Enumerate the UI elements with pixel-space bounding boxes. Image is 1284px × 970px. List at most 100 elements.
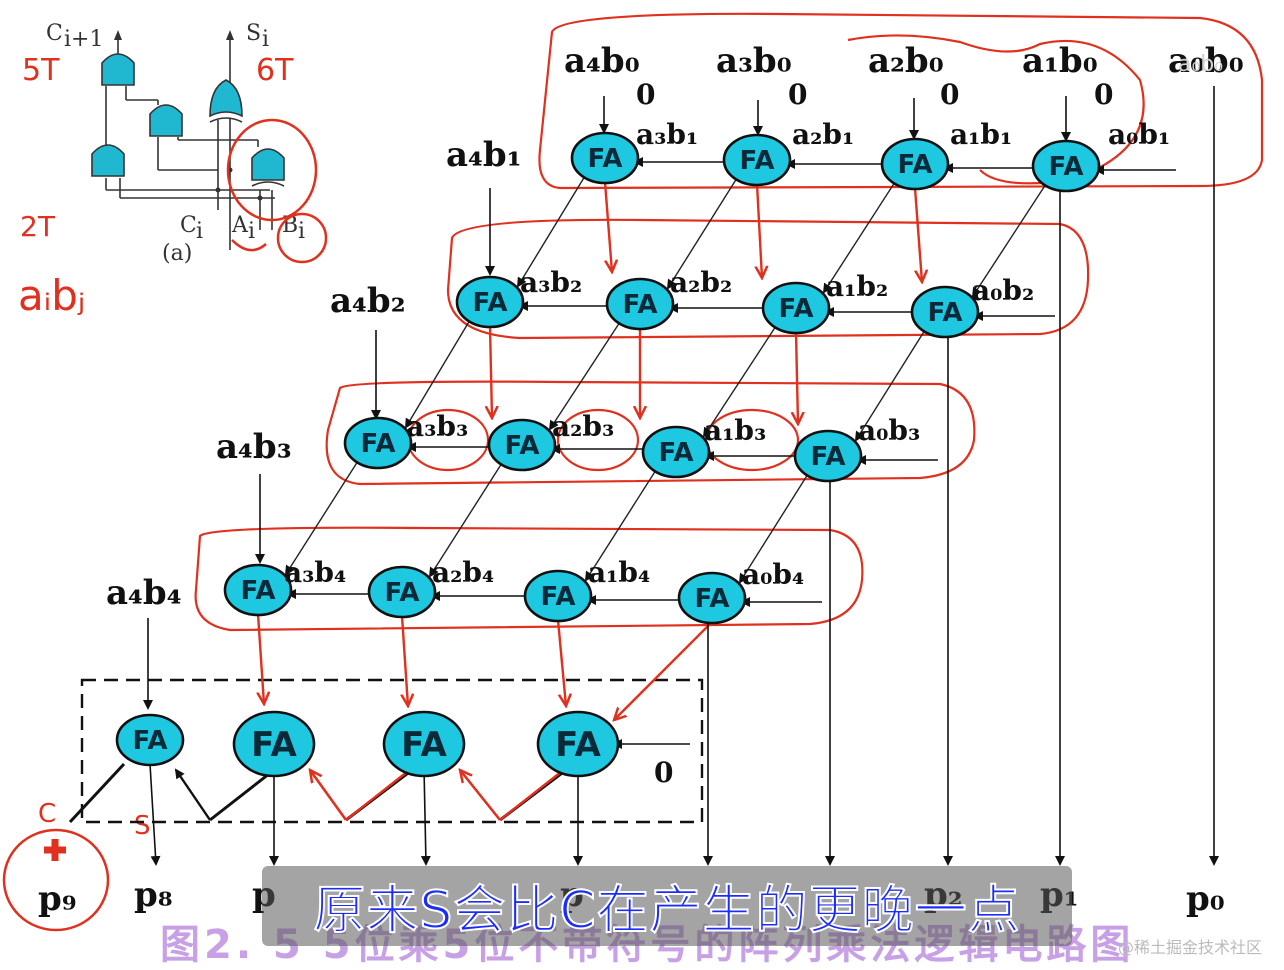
row-left-input: a₄b₂	[330, 281, 406, 321]
zero-label: 0	[788, 78, 807, 111]
hand-6t: 6T	[256, 53, 294, 88]
row-input-label: a₀b₃	[858, 414, 920, 447]
fa-label: FA	[588, 144, 623, 174]
fa-node: FA	[793, 429, 863, 483]
fa-label: FA	[695, 584, 730, 614]
hand-s: S	[134, 811, 151, 841]
final-adder-box	[80, 678, 704, 824]
fa-label: FA	[505, 431, 540, 461]
fa-node: FA	[343, 416, 413, 470]
hand-2t: 2T	[20, 210, 56, 243]
fa-label: FA	[361, 429, 396, 459]
row-left-input: a₄b₃	[216, 427, 292, 467]
s-out-sub: i	[262, 27, 269, 52]
fa-node: FA	[910, 285, 980, 339]
hand-c: C	[38, 799, 56, 829]
fa-label: FA	[541, 582, 576, 612]
fa-label: FA	[555, 725, 601, 765]
row-left-input: a₄b₄	[106, 573, 182, 613]
row-input-label: a₂b₃	[552, 410, 614, 443]
fa-label: FA	[1049, 152, 1084, 182]
fa-label: FA	[623, 290, 658, 320]
top-input-label: a₃b₀	[716, 41, 792, 81]
top-input-label: a₁b₀	[1022, 41, 1098, 81]
wires	[68, 86, 1219, 866]
red-cross-icon	[44, 839, 66, 861]
row-input-label: a₁b₃	[704, 414, 766, 447]
row-left-input: a₄b₁	[446, 135, 522, 175]
fa-node: FA	[115, 713, 185, 767]
row-outlines	[194, 12, 1264, 632]
fa-node: FA	[722, 133, 792, 187]
top-right-input: a₀b₀	[1168, 41, 1244, 81]
watermark: @稀土掘金技术社区	[1118, 938, 1263, 957]
row-input-label: a₁b₂	[826, 270, 888, 303]
row-input-label: a₂b₁	[792, 118, 854, 151]
subtitle: 原来S会比C在产生的更晚一点	[312, 880, 1021, 942]
row-input-label: a₁b₄	[588, 556, 650, 589]
zero-label: 0	[636, 78, 655, 111]
row-input-label: a₃b₁	[636, 118, 698, 151]
a-in-label: A	[231, 213, 249, 238]
hand-5t: 5T	[22, 53, 60, 88]
row-input-label: a₃b₃	[406, 410, 468, 443]
fa-node: FA	[536, 710, 620, 778]
output-label: p₉	[38, 879, 77, 919]
fa-label: FA	[898, 150, 933, 180]
row-input-label: a₁b₁	[950, 118, 1012, 151]
c-in-label: C	[180, 213, 197, 238]
fa-node: FA	[232, 710, 316, 778]
fa-node: FA	[455, 275, 525, 329]
fa-label: FA	[740, 146, 775, 176]
c-out-sub: i+1	[64, 27, 103, 52]
gate-caption: (a)	[162, 241, 192, 266]
fa-node: FA	[880, 137, 950, 191]
output-label: p₀	[1186, 879, 1225, 919]
fa-label: FA	[473, 288, 508, 318]
c-out-label: C	[46, 21, 63, 46]
row-input-label: a₃b₄	[284, 556, 346, 589]
fa-node: FA	[367, 565, 437, 619]
fa-node: FA	[1031, 139, 1101, 193]
row-input-label: a₂b₂	[670, 266, 732, 299]
c-in-sub: i	[196, 219, 203, 244]
fa-label: FA	[779, 294, 814, 324]
fa-label: FA	[385, 578, 420, 608]
row-input-label: a₂b₄	[432, 556, 494, 589]
row-input-label: a₀b₂	[972, 274, 1034, 307]
gate-diagram: C i+1 S i C i A i B i (a)	[46, 21, 305, 266]
top-input-label: a₄b₀	[564, 41, 640, 81]
fa-node: FA	[641, 425, 711, 479]
fa-node: FA	[677, 571, 747, 625]
b-in-sub: i	[298, 219, 305, 244]
row-input-label: a₀b₄	[742, 558, 804, 591]
top-watermark: a₀b₀	[1178, 52, 1224, 77]
fa-node: FA	[223, 563, 293, 617]
fa-node: FA	[523, 569, 593, 623]
zero-label: 0	[1094, 78, 1113, 111]
subtitle-background	[262, 866, 1072, 946]
row-input-label: a₃b₂	[520, 266, 582, 299]
output-label: p₈	[134, 875, 173, 915]
fa-node: FA	[570, 131, 640, 185]
fa-label: FA	[928, 298, 963, 328]
top-input-label: a₂b₀	[868, 41, 944, 81]
fa-label: FA	[659, 438, 694, 468]
fa-label: FA	[133, 726, 168, 756]
fa-node: FA	[605, 277, 675, 331]
fa-nodes: FA FA FA FA FA FA FA FA FA FA FA FA FA FA FA FA FA FA FA FA	[115, 131, 1101, 778]
row-input-label: a₀b₁	[1108, 118, 1170, 151]
fa-node: FA	[761, 281, 831, 335]
s-out-label: S	[246, 21, 261, 46]
fa-label: FA	[401, 725, 447, 765]
handwriting: 5T 6T 2T aᵢbⱼ C S	[2, 53, 328, 932]
fa-label: FA	[251, 725, 297, 765]
fa-node: FA	[382, 710, 466, 778]
fa-label: FA	[241, 576, 276, 606]
fa-node: FA	[487, 418, 557, 472]
zero-label: 0	[940, 78, 959, 111]
fa-label: FA	[811, 442, 846, 472]
a-in-sub: i	[248, 219, 255, 244]
